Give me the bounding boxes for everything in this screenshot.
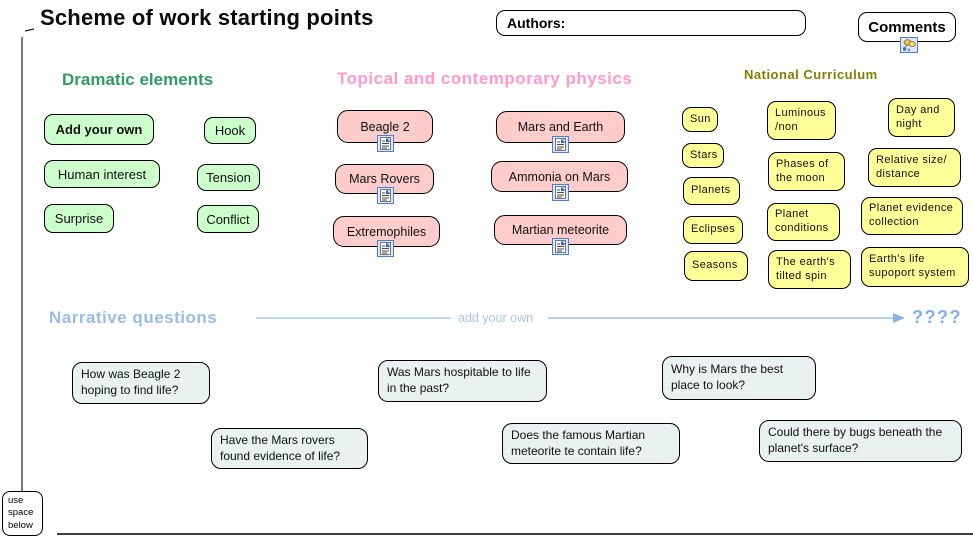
section-header-narrative: Narrative questions	[49, 308, 218, 327]
node-planet-conditions[interactable]: Planet conditions	[767, 203, 840, 241]
node-add-your-own[interactable]: Add your own	[44, 114, 154, 145]
document-icon[interactable]	[377, 240, 394, 262]
node-earths-tilted-spin[interactable]: The earth's tilted spin	[768, 250, 851, 289]
node-hook[interactable]: Hook	[204, 117, 256, 144]
section-header-dramatic: Dramatic elements	[62, 70, 214, 89]
node-conflict[interactable]: Conflict	[197, 205, 259, 233]
node-planets[interactable]: Planets	[683, 177, 740, 205]
section-header-curriculum: National Curriculum	[744, 67, 878, 82]
add-your-own-line-label: add your own	[454, 311, 538, 325]
question-bugs-beneath-surface[interactable]: Could there by bugs beneath the planet's…	[759, 420, 962, 462]
node-sun[interactable]: Sun	[682, 107, 718, 132]
section-header-topical: Topical and contemporary physics	[337, 69, 633, 88]
document-icon[interactable]	[377, 187, 394, 209]
node-relative-size-distance[interactable]: Relative size/ distance	[868, 148, 961, 187]
node-phases-of-the-moon[interactable]: Phases of the moon	[768, 152, 845, 191]
question-marks-label: ????	[912, 307, 962, 327]
question-mars-best-place[interactable]: Why is Mars the best place to look?	[662, 356, 816, 400]
question-beagle-2[interactable]: How was Beagle 2 hoping to find life?	[72, 362, 210, 404]
document-icon[interactable]	[552, 238, 569, 260]
node-human-interest[interactable]: Human interest	[44, 160, 160, 188]
use-space-below-label: use space below	[8, 495, 34, 531]
document-icon[interactable]	[377, 135, 394, 157]
node-seasons[interactable]: Seasons	[684, 251, 748, 281]
node-planet-evidence-collection[interactable]: Planet evidence collection	[861, 197, 963, 235]
question-mars-rovers-evidence[interactable]: Have the Mars rovers found evidence of l…	[211, 428, 368, 469]
question-martian-meteorite-life[interactable]: Does the famous Martian meteorite te con…	[502, 423, 680, 464]
arrow-head-icon	[893, 313, 905, 323]
node-earths-life-support-system[interactable]: Earth's life supoport system	[861, 247, 969, 287]
authors-label: Authors:	[507, 15, 566, 31]
authors-box[interactable]: Authors:	[496, 10, 806, 36]
document-icon[interactable]	[552, 136, 569, 158]
node-surprise[interactable]: Surprise	[44, 204, 114, 233]
page-title: Scheme of work starting points	[40, 5, 374, 30]
diagram-icon[interactable]	[900, 37, 918, 58]
node-martian-meteorite[interactable]: Martian meteorite	[494, 215, 627, 245]
question-mars-hospitable[interactable]: Was Mars hospitable to life in the past?	[378, 360, 547, 402]
node-tension[interactable]: Tension	[197, 164, 260, 191]
node-luminous-non[interactable]: Luminous /non	[767, 101, 836, 140]
node-stars[interactable]: Stars	[682, 143, 724, 168]
node-eclipses[interactable]: Eclipses	[683, 216, 743, 244]
use-space-below-note[interactable]: use space below	[2, 491, 43, 536]
comments-label: Comments	[868, 18, 946, 36]
document-icon[interactable]	[552, 184, 569, 206]
node-day-and-night[interactable]: Day and night	[888, 98, 955, 137]
